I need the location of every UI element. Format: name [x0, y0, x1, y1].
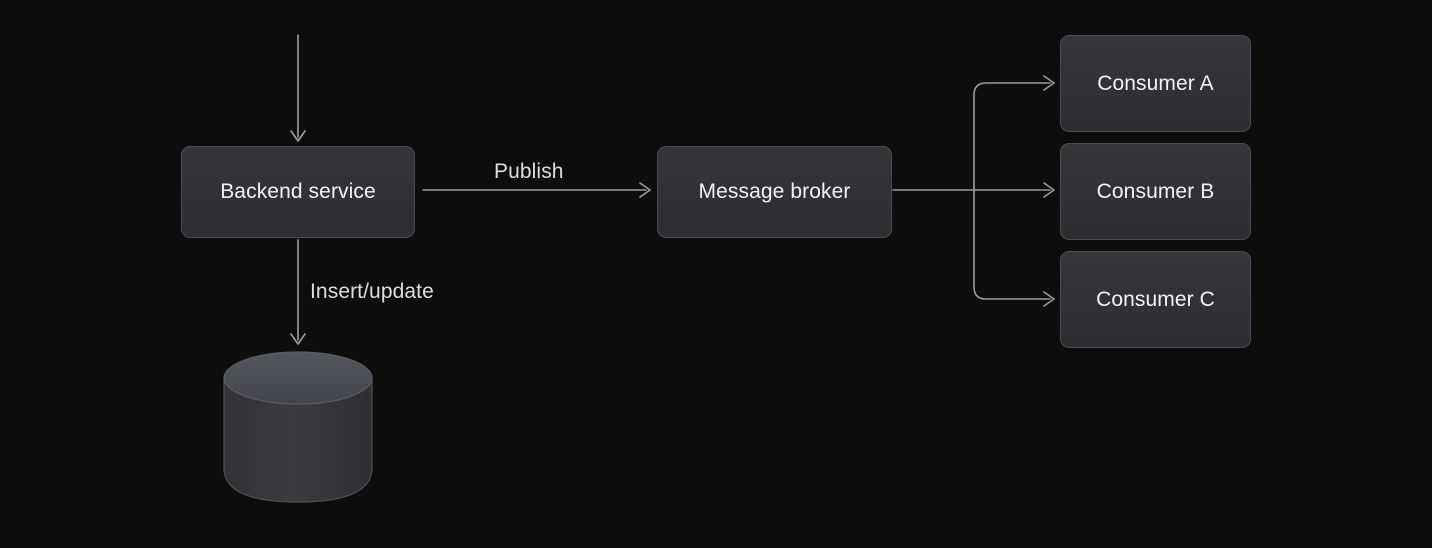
edge-broker-to-consumer-a	[973, 75, 1055, 191]
node-consumer-b-label: Consumer B	[1096, 179, 1215, 203]
edge-backend-to-database	[290, 239, 306, 345]
node-consumer-c-label: Consumer C	[1096, 287, 1215, 311]
node-consumer-b[interactable]: Consumer B	[1060, 143, 1251, 240]
database-cylinder	[223, 351, 373, 503]
edge-backend-to-broker	[422, 182, 651, 198]
node-backend-service-label: Backend service	[220, 180, 376, 203]
edge-label-insert-update: Insert/update	[310, 280, 434, 303]
node-consumer-c[interactable]: Consumer C	[1060, 251, 1251, 348]
edge-broker-to-consumer-b	[973, 182, 1055, 198]
node-consumer-a-label: Consumer A	[1097, 71, 1214, 95]
edge-broker-to-consumer-c	[973, 189, 1055, 307]
node-message-broker[interactable]: Message broker	[657, 146, 892, 238]
node-consumer-a[interactable]: Consumer A	[1060, 35, 1251, 132]
node-message-broker-label: Message broker	[698, 180, 851, 203]
node-backend-service[interactable]: Backend service	[181, 146, 415, 238]
edge-label-publish: Publish	[494, 160, 564, 183]
edge-external-to-backend	[290, 34, 306, 142]
